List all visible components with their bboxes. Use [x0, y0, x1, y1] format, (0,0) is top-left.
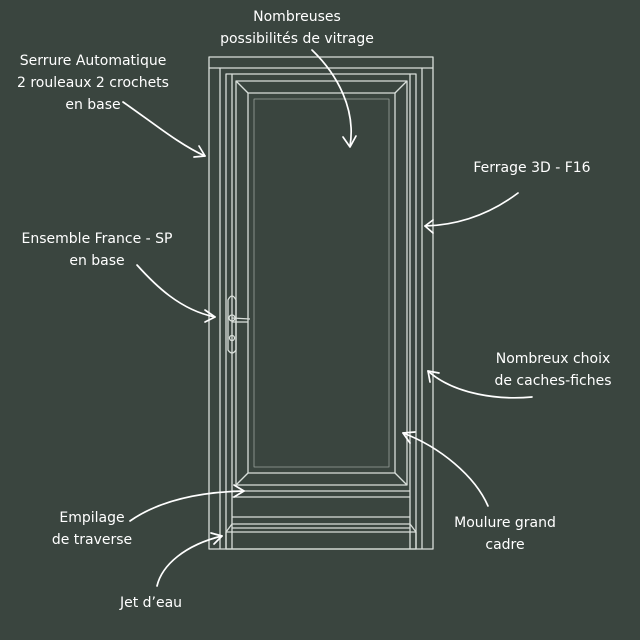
- arrow-lock: [122, 101, 206, 158]
- label-transom: Empilage de traverse: [51, 510, 133, 548]
- arrow-drip: [156, 532, 223, 587]
- molding-grand-cadre: [235, 80, 408, 486]
- door-frame: [208, 56, 434, 550]
- arrow-hinge: [424, 192, 519, 234]
- label-hinge-covers: Nombreux choix de caches-fiches: [494, 351, 612, 389]
- label-handle: Ensemble France - SP en base: [21, 231, 173, 269]
- glazing-panel: [253, 98, 390, 468]
- label-molding: Moulure grand cadre: [454, 515, 556, 553]
- arrow-glazing: [311, 49, 357, 148]
- drip-rail: [225, 523, 417, 549]
- label-glazing: Nombreuses possibilités de vitrage: [220, 9, 374, 47]
- label-drip: Jet d’eau: [119, 595, 183, 611]
- arrow-transom: [129, 484, 245, 522]
- door-leaf: [225, 73, 417, 550]
- transom-stack: [232, 490, 410, 518]
- handle-set: [227, 295, 251, 354]
- label-hinge: Ferrage 3D - F16: [473, 160, 591, 176]
- arrow-hinge-covers: [427, 370, 533, 399]
- arrow-molding: [402, 431, 489, 507]
- arrow-handle: [136, 264, 216, 323]
- label-lock: Serrure Automatique 2 rouleaux 2 crochet…: [17, 53, 169, 113]
